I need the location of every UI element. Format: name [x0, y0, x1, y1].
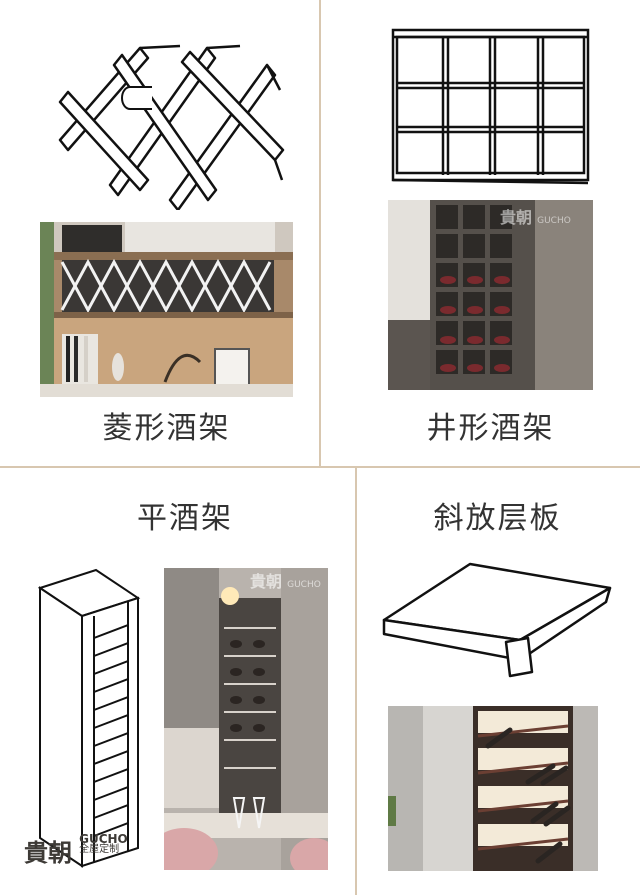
- label-diamond-rack: 菱形酒架: [102, 411, 231, 446]
- watermark-brand-en: GUCHO: [537, 216, 571, 226]
- label-slanted-shelf: 斜放层板: [433, 501, 562, 536]
- flat-rack-photo: 貴朝 GUCHO: [164, 568, 328, 870]
- divider-vertical-bottom: [355, 466, 357, 895]
- grid-rack-photo: 貴朝 GUCHO: [388, 200, 593, 390]
- diamond-rack-drawing: [58, 44, 285, 210]
- flat-photo-watermark: 貴朝 GUCHO: [250, 568, 321, 592]
- diamond-rack-photo: [40, 222, 293, 397]
- flat-rack-drawing: [38, 568, 141, 868]
- grid-rack-drawing: [391, 28, 590, 185]
- watermark-brand-en: GUCHO: [287, 580, 321, 590]
- divider-vertical-top: [319, 0, 321, 468]
- watermark-brand-cn: 貴朝: [250, 572, 283, 591]
- logo-tagline: 全屋定制: [79, 844, 120, 855]
- label-flat-rack: 平酒架: [137, 501, 233, 536]
- label-grid-rack: 井形酒架: [426, 411, 555, 446]
- brand-logo: 貴朝 GUCHO 全屋定制: [24, 833, 128, 868]
- grid-photo-watermark: 貴朝 GUCHO: [500, 204, 571, 228]
- slanted-shelf-drawing: [382, 562, 612, 678]
- logo-brand-en: GUCHO: [79, 832, 128, 846]
- watermark-brand-cn: 貴朝: [500, 208, 533, 227]
- slanted-shelf-photo: [388, 706, 598, 871]
- logo-brand-cn: 貴朝: [24, 838, 72, 867]
- divider-horizontal: [0, 466, 640, 468]
